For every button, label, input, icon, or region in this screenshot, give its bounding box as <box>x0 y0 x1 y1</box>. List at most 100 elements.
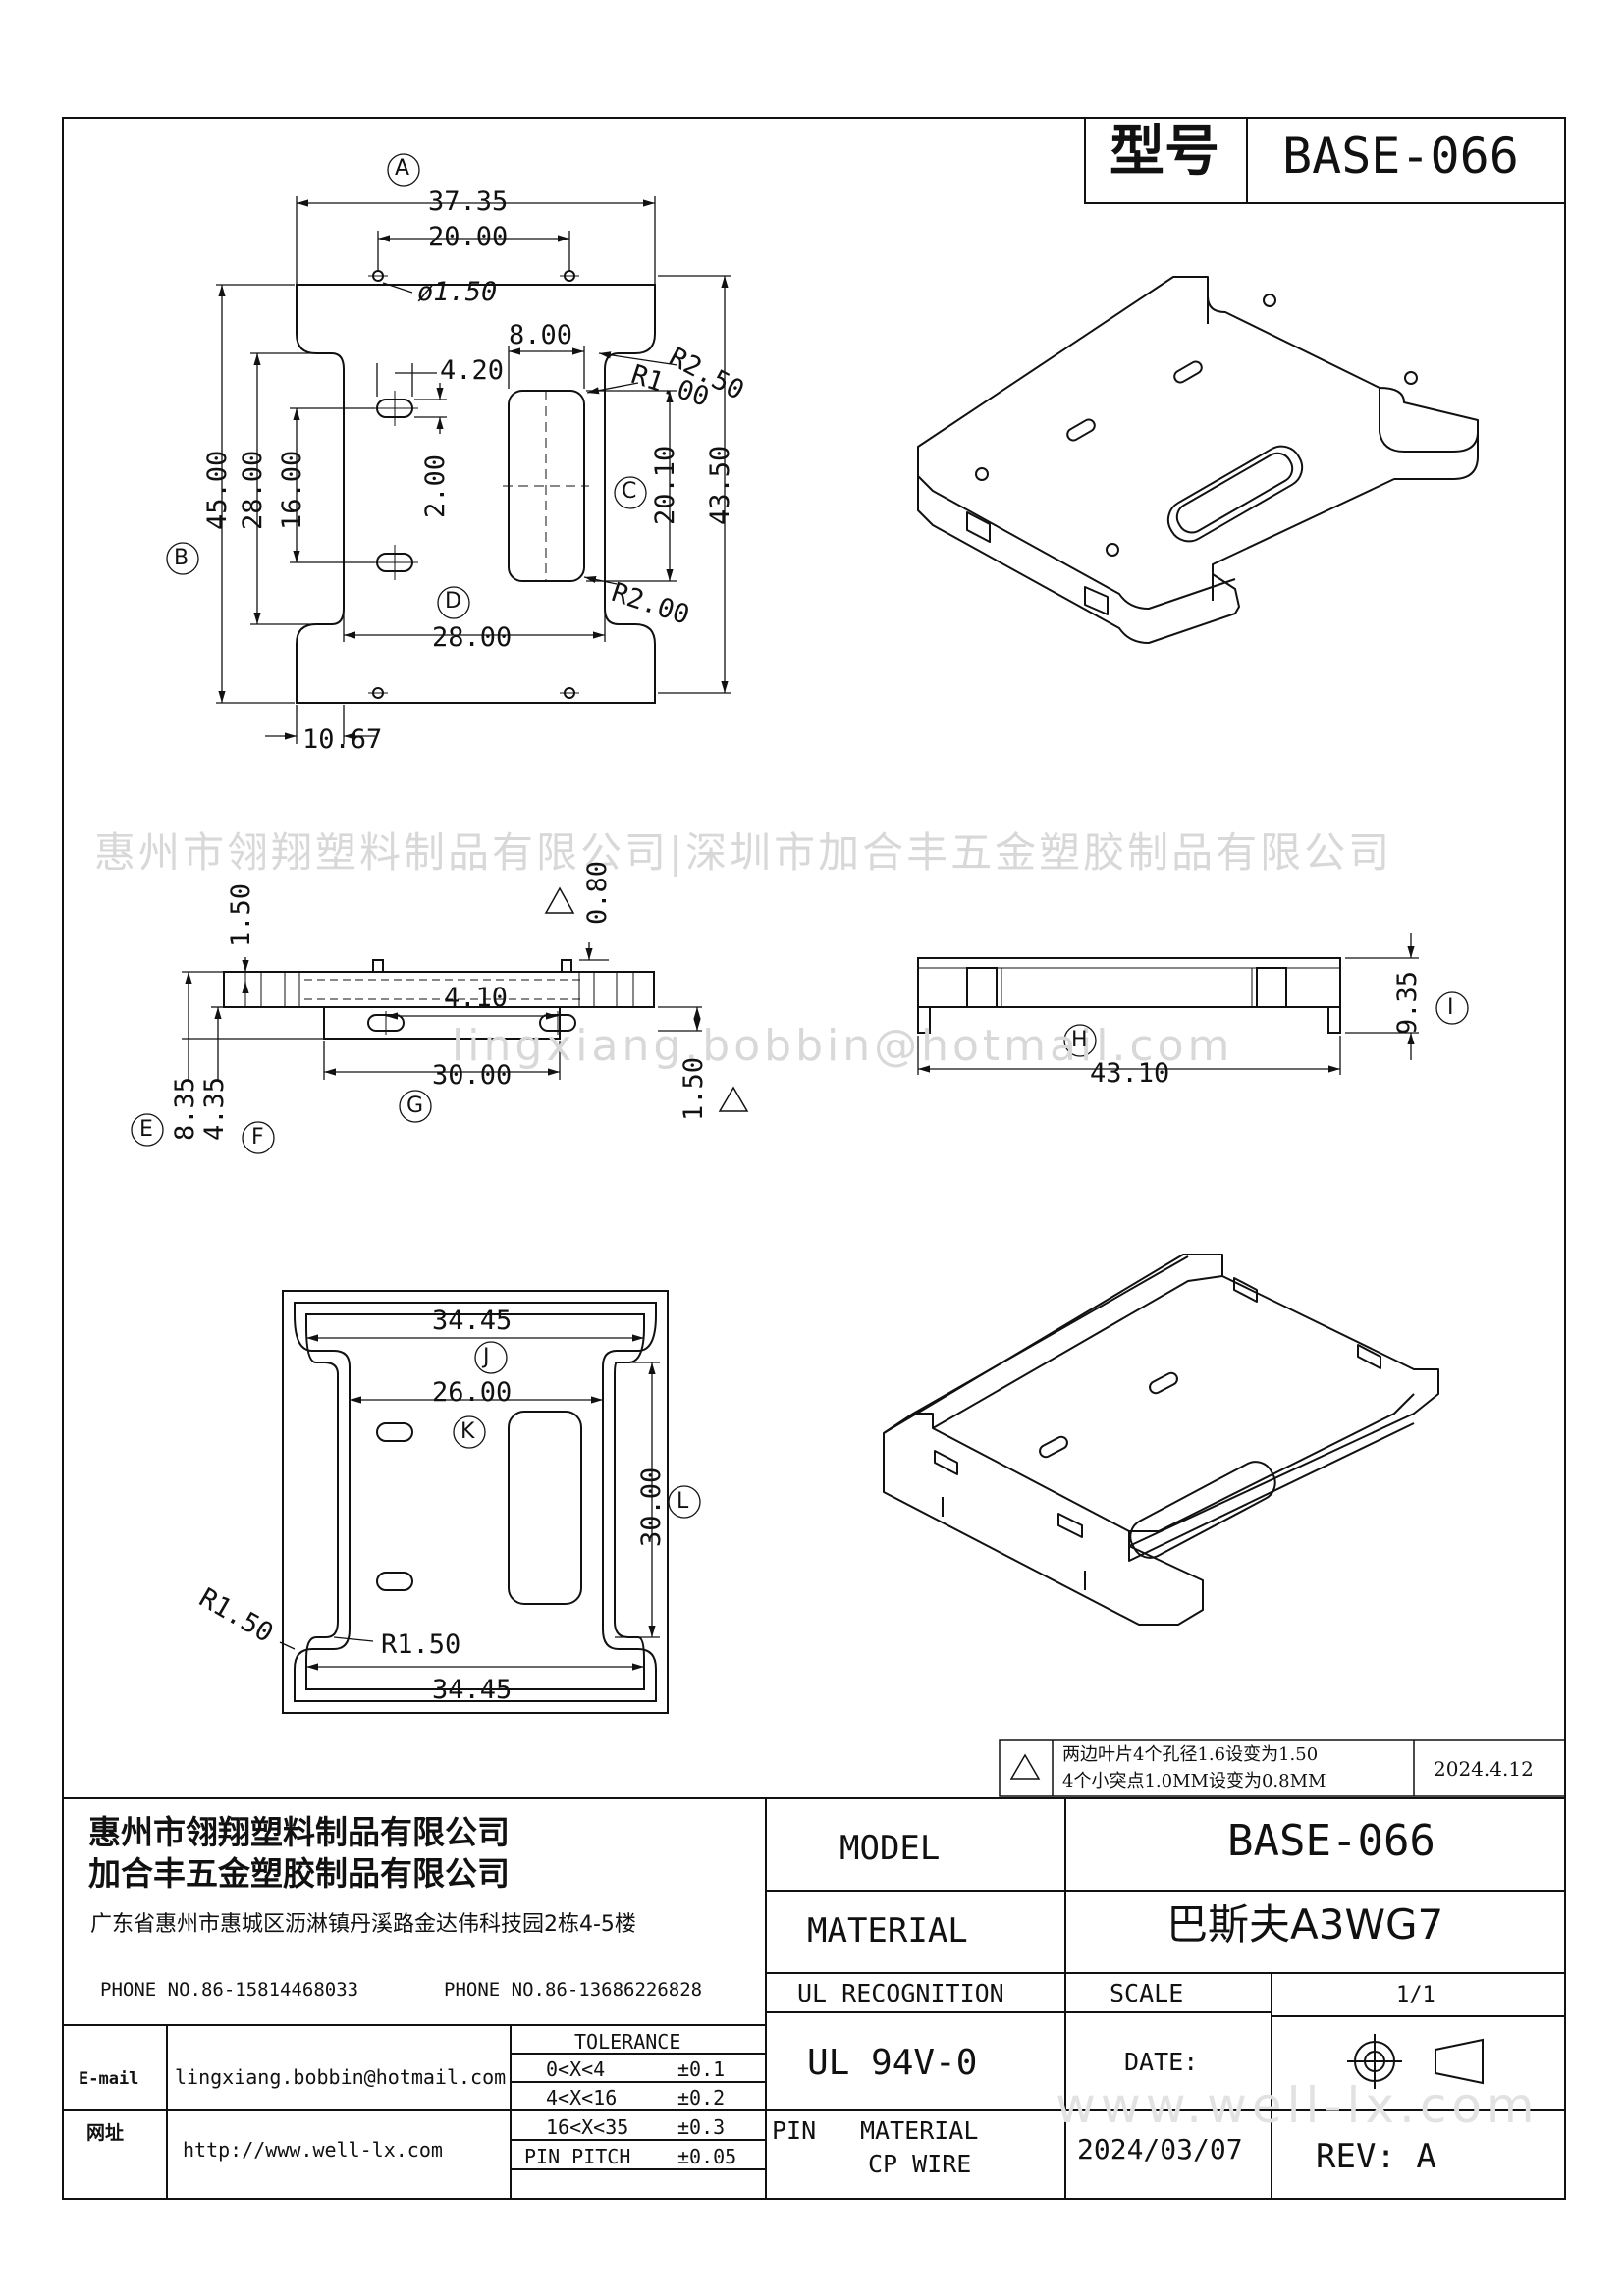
dim-bottom-width: 28.00 <box>432 622 513 653</box>
balloon-j: J <box>483 1345 490 1369</box>
watermark-site: www.well-lx.com <box>1056 2077 1540 2134</box>
tol-value-1: ±0.1 <box>677 2057 726 2081</box>
dim-hole-pitch: 20.00 <box>428 222 509 252</box>
top-view-balloons <box>166 153 647 619</box>
balloon-h: H <box>1071 1028 1088 1052</box>
date-value: 2024/03/07 <box>1077 2133 1243 2165</box>
dim-slot-len: 4.20 <box>440 355 505 386</box>
header-box <box>1084 117 1566 204</box>
dim-top-thickness: 1.50 <box>226 882 256 947</box>
dim-bottom-bottom-width: 34.45 <box>432 1675 513 1705</box>
iso-view-bottom <box>883 1254 1439 1626</box>
ul-value: UL 94V-0 <box>807 2043 978 2083</box>
tol-value-3: ±0.3 <box>677 2115 726 2139</box>
dim-inner-height: 28.00 <box>238 450 268 530</box>
balloon-l: L <box>677 1489 689 1514</box>
company-address: 广东省惠州市惠城区沥淋镇丹溪路金达伟科技园2栋4-5楼 <box>90 1912 636 1937</box>
top-view <box>296 270 656 704</box>
balloon-g: G <box>406 1094 424 1118</box>
tol-range-1: 0<X<4 <box>546 2057 606 2081</box>
balloon-k: K <box>460 1419 475 1444</box>
model-value: BASE-066 <box>1227 1816 1435 1866</box>
company-name-2: 加合丰五金塑胶制品有限公司 <box>88 1854 510 1893</box>
revision-label: REV: A <box>1316 2137 1436 2176</box>
dim-pin-pitch: 4.10 <box>444 983 509 1013</box>
dim-bottom-r-inner: R1.50 <box>381 1629 461 1660</box>
side-view <box>917 957 1341 1034</box>
email-value[interactable]: lingxiang.bobbin@hotmail.com <box>175 2065 507 2089</box>
dim-bottom-top-width: 34.45 <box>432 1306 513 1336</box>
scale-value: 1/1 <box>1396 1983 1435 2007</box>
model-label: MODEL <box>839 1829 941 1868</box>
revision-note-date: 2024.4.12 <box>1434 1757 1534 1781</box>
dim-pin-height: 0.80 <box>582 860 613 925</box>
revision-note-line2: 4个小突点1.0MM设变为0.8MM <box>1062 1771 1326 1791</box>
dim-hole-dia: ø1.50 <box>417 277 498 307</box>
top-view-dimensions <box>216 196 731 744</box>
material-label: MATERIAL <box>807 1911 968 1950</box>
pin-material-value: CP WIRE <box>868 2150 972 2178</box>
warning-triangles <box>544 886 1041 1780</box>
scale-label: SCALE <box>1110 1979 1184 2007</box>
projection-symbol-icon <box>1347 2034 1484 2089</box>
side-view-dimensions <box>917 933 1419 1075</box>
company-name-1: 惠州市翎翔塑料制品有限公司 <box>88 1813 510 1851</box>
date-label: DATE: <box>1124 2048 1199 2076</box>
dim-body-h: 4.35 <box>199 1076 230 1141</box>
email-label: E-mail <box>79 2069 139 2089</box>
material-value: 巴斯夫A3WG7 <box>1166 1900 1444 1949</box>
header-model-label: 型号 <box>1110 120 1219 184</box>
phone-1: PHONE NO.86-15814468033 <box>100 1979 359 2001</box>
dim-slot-pitch: 16.00 <box>277 450 307 530</box>
tol-value-2: ±0.2 <box>677 2086 726 2109</box>
dim-tab: 10.67 <box>302 724 383 755</box>
dim-slot-w: 2.00 <box>420 454 451 518</box>
title-block-grid <box>63 1797 1565 2199</box>
revision-note-box <box>999 1739 1566 1797</box>
bottom-view-dimensions <box>279 1334 660 1671</box>
front-view-balloons <box>131 1090 432 1154</box>
header-model-value: BASE-066 <box>1282 128 1519 185</box>
dim-bottom-inner-width: 26.00 <box>432 1377 513 1408</box>
dim-inner-width: 8.00 <box>509 320 573 350</box>
revision-note-line1: 两边叶片4个孔径1.6设变为1.50 <box>1062 1744 1319 1765</box>
dim-overall-width: 37.35 <box>428 187 509 217</box>
dim-side-height: 9.35 <box>1392 970 1423 1035</box>
balloon-i: I <box>1447 995 1454 1020</box>
dim-total-h: 8.35 <box>170 1076 200 1141</box>
dim-side-length: 43.10 <box>1090 1058 1170 1089</box>
dim-pin-len: 1.50 <box>678 1056 709 1121</box>
watermark-company: 惠州市翎翔塑料制品有限公司|深圳市加合丰五金塑胶制品有限公司 <box>94 828 1393 877</box>
sheet-border <box>62 117 1566 2200</box>
side-view-balloons <box>1063 991 1469 1057</box>
tol-range-2: 4<X<16 <box>546 2086 618 2109</box>
front-view <box>223 959 655 1040</box>
pin-material-label: MATERIAL <box>860 2116 979 2145</box>
dim-bottom-height: 30.00 <box>636 1467 667 1547</box>
balloon-c: C <box>622 479 637 504</box>
tolerance-title: TOLERANCE <box>574 2030 681 2054</box>
watermark-email: lingxiang.bobbin@hotmail.com <box>452 1021 1234 1071</box>
bottom-view-balloons <box>453 1341 701 1519</box>
tol-range-3: 16<X<35 <box>546 2115 629 2139</box>
web-value[interactable]: http://www.well-lx.com <box>183 2138 443 2162</box>
balloon-d: D <box>445 589 461 614</box>
balloon-f: F <box>251 1125 264 1149</box>
phone-2: PHONE NO.86-13686226828 <box>444 1979 703 2001</box>
pin-label: PIN <box>772 2116 817 2145</box>
dim-total-height: 43.50 <box>705 445 735 525</box>
front-view-dimensions <box>182 942 702 1080</box>
dim-window-len: 20.10 <box>650 445 680 525</box>
tol-range-4: PIN PITCH <box>524 2145 631 2168</box>
iso-view-top <box>917 276 1479 644</box>
dim-overall-height: 45.00 <box>202 450 233 530</box>
balloon-a: A <box>395 156 410 181</box>
ul-label: UL RECOGNITION <box>797 1979 1004 2007</box>
balloon-b: B <box>174 546 189 570</box>
dim-base-width: 30.00 <box>432 1060 513 1091</box>
top-view-outline <box>296 284 656 704</box>
balloon-e: E <box>139 1117 153 1142</box>
tol-value-4: ±0.05 <box>677 2145 737 2168</box>
web-label: 网址 <box>86 2122 125 2144</box>
